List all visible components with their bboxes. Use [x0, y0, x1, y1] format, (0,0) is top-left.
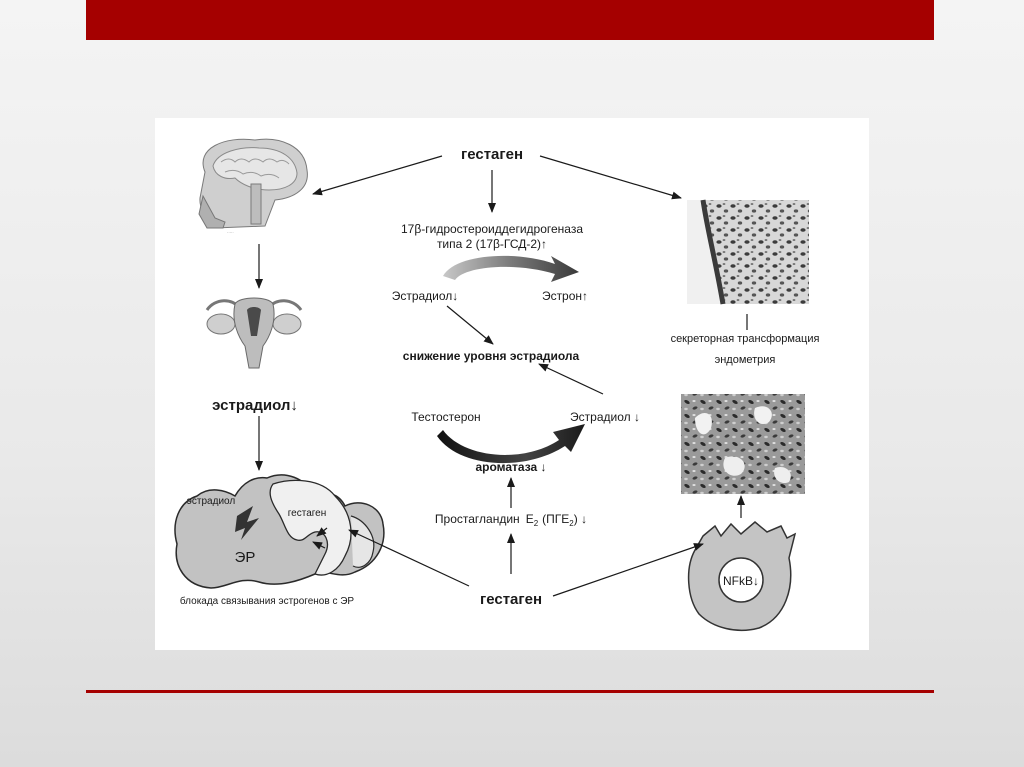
secretory-caption-line2: эндометрия: [715, 354, 776, 366]
gestagen-top-label: гестаген: [461, 146, 523, 163]
endometrium-micrograph-secretory: [681, 394, 805, 494]
curved-arrow-top: [443, 256, 579, 282]
secretory-caption-line1: секреторная трансформация: [671, 333, 820, 345]
prostaglandin-symbol: E: [526, 512, 534, 526]
top-accent-bar: [86, 0, 934, 40]
receptor-er-label: ЭР: [235, 549, 256, 566]
arrow-estradiol-right-level: [539, 364, 603, 394]
gestagen-bottom-label: гестаген: [480, 591, 542, 608]
arrow-gestagen-tissue: [540, 156, 681, 198]
nfkb-label: NFkB↓: [723, 574, 759, 588]
brain-head-illustration: ·····: [199, 139, 307, 235]
svg-text:·····: ·····: [227, 230, 234, 235]
arrow-gestagen-brain: [313, 156, 442, 194]
receptor-gestagen-label: гестаген: [288, 508, 327, 519]
arrow-gestagen-cell: [553, 544, 703, 596]
enzyme-label-line2: типа 2 (17β-ГСД-2)↑: [437, 237, 547, 251]
estradiol-down-label: Эстрадиол↓: [392, 289, 459, 303]
diagram-panel: ·····: [155, 118, 869, 650]
arrow-estradiol-level: [447, 306, 493, 344]
diagram-svg: ·····: [155, 118, 869, 650]
prostaglandin-tail: ) ↓: [574, 512, 587, 526]
receptor-caption: блокада связывания эстрогенов с ЭР: [180, 595, 355, 607]
enzyme-label-line1: 17β-гидростероиддегидрогеназа: [401, 222, 583, 236]
testosterone-label: Тестостерон: [411, 410, 480, 424]
prostaglandin-word: Простагландин: [435, 512, 520, 526]
estrone-up-label: Эстрон↑: [542, 289, 588, 303]
uterus-illustration: [207, 298, 301, 368]
aromatase-label: ароматаза ↓: [475, 460, 546, 474]
endometrium-micrograph: [687, 200, 809, 304]
bottom-accent-rule: [86, 690, 934, 693]
estradiol-left-label: эстрадиол↓: [212, 397, 298, 414]
curved-arrow-bottom: [437, 424, 585, 463]
estradiol-level-label: снижение уровня эстрадиола: [403, 349, 580, 363]
estradiol-down-right-label: Эстрадиол ↓: [570, 410, 640, 424]
prostaglandin-abbreviation: (ПГЕ: [542, 512, 569, 526]
prostaglandin-subscript: 2: [534, 519, 539, 528]
receptor-estradiol-label: эстрадиол: [187, 496, 236, 507]
